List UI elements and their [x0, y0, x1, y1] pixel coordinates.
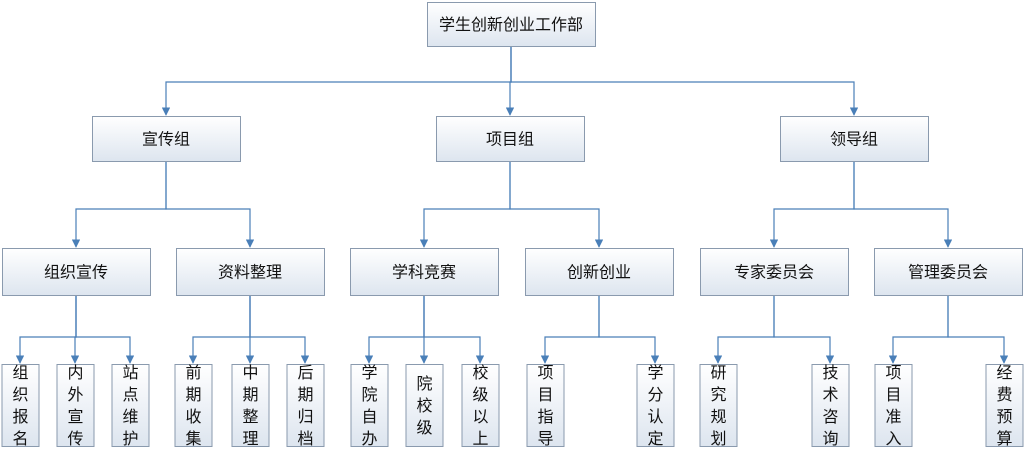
leaf-node-2-0-0: 研究规划	[699, 363, 738, 448]
leaf-node-1-0-1-label: 院校级	[416, 374, 432, 437]
leaf-node-0-1-1: 中期整理	[231, 363, 270, 448]
subgroup-node-2-0: 专家委员会	[700, 248, 849, 296]
leaf-node-2-0-0-box	[699, 364, 738, 447]
edge-sub-1-0-2	[423, 295, 485, 364]
edge-root-0	[161, 46, 512, 116]
leaf-node-1-0-2-label: 校级以上	[472, 363, 488, 448]
group-node-0: 宣传组	[92, 116, 241, 162]
leaf-node-1-0-1-box	[405, 364, 444, 447]
leaf-node-1-0-2-box	[461, 364, 500, 447]
leaf-node-1-0-0: 学院自办	[350, 363, 389, 448]
leaf-node-0-0-2: 站点维护	[111, 363, 150, 448]
edge-sub-2-1-0	[888, 295, 949, 364]
leaf-node-1-1-1-label: 学分认定	[647, 363, 663, 448]
subgroup-node-1-1: 创新创业	[525, 248, 674, 296]
edge-sub-1-1-1	[598, 295, 660, 364]
leaf-node-1-1-0-label: 项目指导	[537, 363, 553, 448]
leaf-node-1-1-0-box	[526, 364, 565, 447]
root-node-box	[427, 2, 596, 47]
group-node-2: 领导组	[780, 116, 929, 162]
edge-sub-2-0-0	[713, 295, 775, 364]
leaf-node-2-0-0-label: 研究规划	[710, 363, 726, 448]
leaf-node-0-1-0: 前期收集	[174, 363, 213, 448]
subgroup-node-0-1-box	[176, 248, 325, 296]
edge-group-0-0	[71, 161, 167, 248]
leaf-node-2-0-1-box	[811, 364, 850, 447]
subgroup-node-2-1-box	[874, 248, 1023, 296]
leaf-node-1-0-2: 校级以上	[461, 363, 500, 448]
leaf-node-0-0-1-box	[56, 364, 95, 447]
leaf-node-0-1-1-box	[231, 364, 270, 447]
group-node-1: 项目组	[436, 116, 585, 162]
leaf-node-0-1-2: 后期归档	[286, 363, 325, 448]
leaf-node-2-1-0-label: 项目准入	[885, 363, 901, 448]
leaf-node-0-0-1-label: 内外宣传	[67, 363, 83, 448]
connectors	[15, 46, 1009, 364]
leaf-node-0-1-0-label: 前期收集	[185, 363, 201, 448]
leaf-node-1-1-1-box	[636, 364, 675, 447]
leaf-node-2-0-1: 技术咨询	[811, 363, 850, 448]
edge-sub-1-1-0	[540, 295, 600, 364]
edge-group-1-0	[419, 161, 511, 248]
subgroup-node-1-1-box	[525, 248, 674, 296]
leaf-node-2-1-0: 项目准入	[874, 363, 913, 448]
root-node: 学生创新创业工作部	[427, 2, 596, 47]
subgroup-node-1-0-label: 学科竞赛	[392, 263, 456, 282]
group-node-2-box	[780, 116, 929, 162]
leaf-node-2-1-1-box	[985, 364, 1024, 447]
edge-sub-0-0-2	[75, 295, 135, 364]
edge-sub-1-0-0	[364, 295, 425, 364]
leaf-node-0-0-0-label: 组织报名	[12, 363, 28, 448]
leaf-node-0-0-2-box	[111, 364, 150, 447]
edge-sub-2-0-1	[773, 295, 835, 364]
leaf-node-1-1-0: 项目指导	[526, 363, 565, 448]
leaf-node-2-0-1-label: 技术咨询	[822, 363, 838, 448]
subgroup-node-2-0-box	[700, 248, 849, 296]
edge-sub-2-1-1	[947, 295, 1009, 364]
edge-group-2-0	[769, 161, 855, 248]
edge-group-0-1	[165, 161, 255, 248]
root-node-label: 学生创新创业工作部	[439, 15, 583, 34]
edge-group-1-1	[509, 161, 604, 248]
subgroup-node-2-1-label: 管理委员会	[908, 263, 988, 282]
leaf-node-0-0-0: 组织报名	[1, 363, 40, 448]
leaf-node-1-0-0-label: 学院自办	[361, 363, 377, 448]
leaf-node-2-1-1-label: 经费预算	[996, 363, 1012, 448]
subgroup-node-0-0-box	[2, 248, 151, 296]
subgroup-node-0-0-label: 组织宣传	[44, 263, 108, 282]
leaf-node-0-1-1-label: 中期整理	[242, 363, 258, 448]
edge-group-2-1	[853, 161, 953, 248]
leaf-node-0-1-2-label: 后期归档	[297, 363, 313, 448]
subgroup-node-0-1: 资料整理	[176, 248, 325, 296]
leaf-node-1-1-1: 学分认定	[636, 363, 675, 448]
group-node-0-label: 宣传组	[142, 130, 190, 149]
subgroup-node-2-1: 管理委员会	[874, 248, 1023, 296]
group-node-1-label: 项目组	[486, 130, 534, 149]
group-node-2-label: 领导组	[830, 130, 878, 149]
leaf-node-2-1-1: 经费预算	[985, 363, 1024, 448]
leaf-node-1-0-0-box	[350, 364, 389, 447]
leaf-node-2-1-0-box	[874, 364, 913, 447]
group-node-0-box	[92, 116, 241, 162]
group-node-1-box	[436, 116, 585, 162]
edge-sub-0-0-0	[15, 295, 77, 364]
leaf-node-0-0-1: 内外宣传	[56, 363, 95, 448]
subgroup-node-1-0: 学科竞赛	[350, 248, 499, 296]
edge-root-2	[510, 46, 859, 116]
subgroup-node-0-1-label: 资料整理	[218, 263, 282, 282]
leaf-node-0-0-2-label: 站点维护	[122, 363, 138, 448]
leaf-node-0-1-0-box	[174, 364, 213, 447]
leaf-node-0-1-2-box	[286, 364, 325, 447]
subgroup-node-1-1-label: 创新创业	[567, 263, 631, 282]
leaf-node-1-0-1: 院校级	[405, 364, 444, 447]
edge-sub-0-1-0	[188, 295, 251, 364]
edge-sub-0-1-2	[249, 295, 310, 364]
subgroup-node-1-0-box	[350, 248, 499, 296]
subgroup-node-0-0: 组织宣传	[2, 248, 151, 296]
leaf-node-0-0-0-box	[1, 364, 40, 447]
subgroup-node-2-0-label: 专家委员会	[734, 263, 814, 282]
